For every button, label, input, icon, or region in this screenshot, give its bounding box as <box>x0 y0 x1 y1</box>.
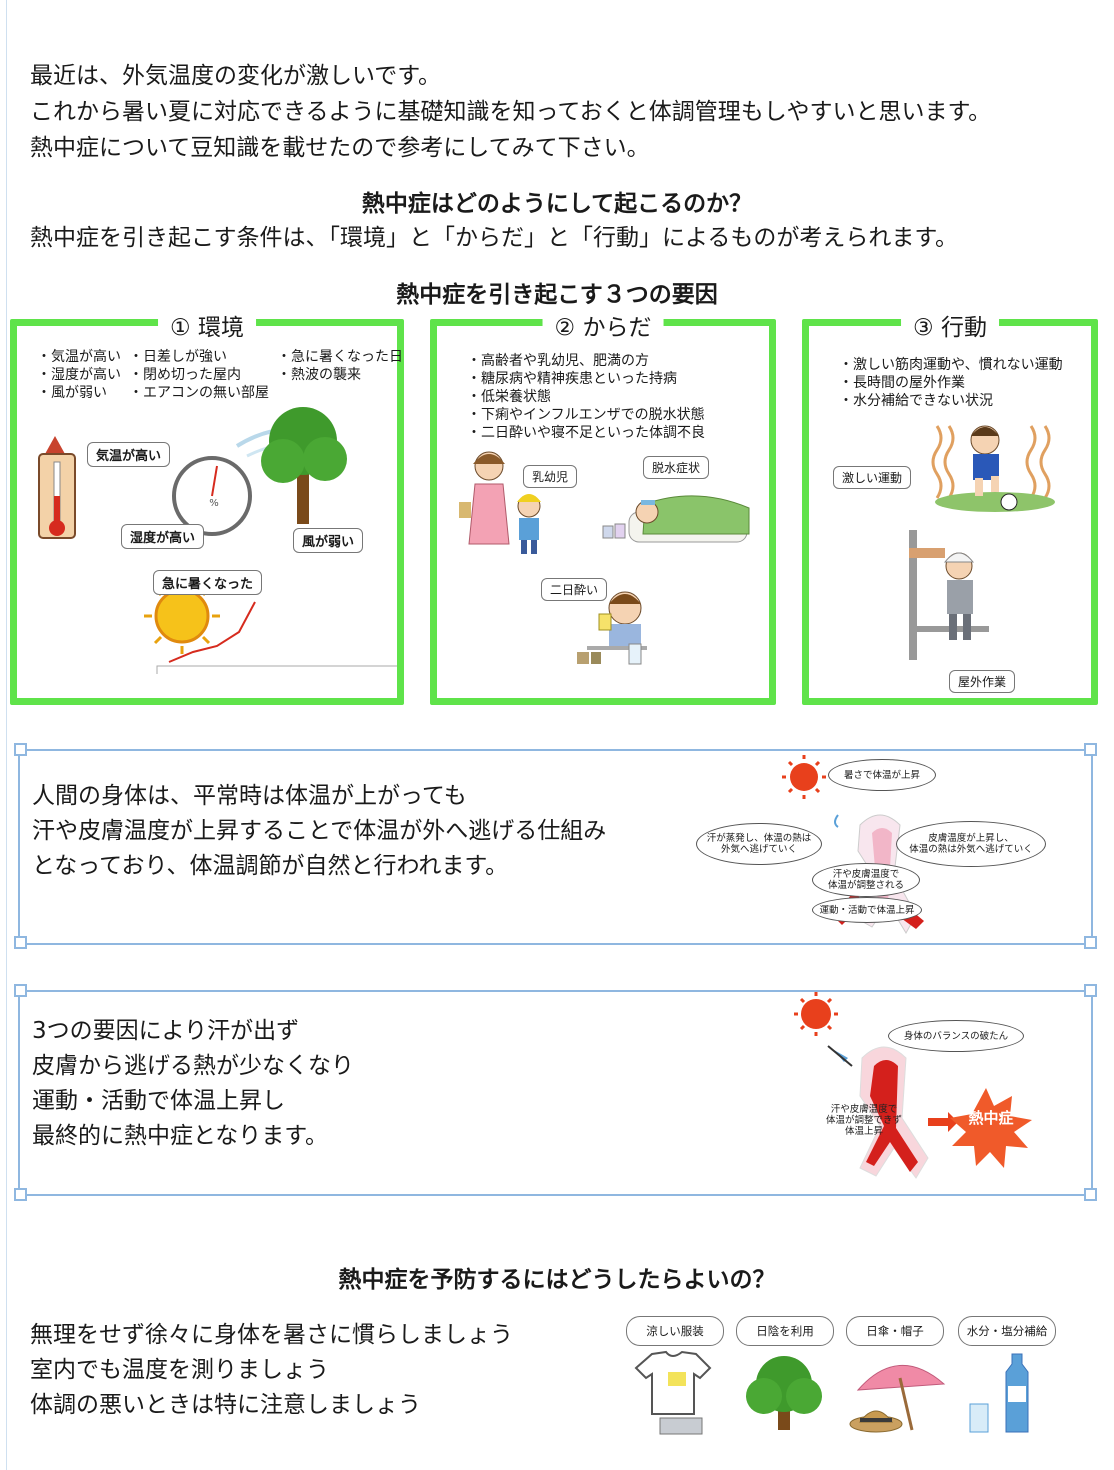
intro-line: 最近は、外気温度の変化が激しいです。 <box>30 63 442 89</box>
frame-corner <box>14 743 27 756</box>
factor-box-body: ② からだ ・高齢者や乳幼児、肥満の方 ・糖尿病や精神疾患といった持病 ・低栄養… <box>430 308 776 705</box>
label-bubble: 二日酔い <box>541 578 608 601</box>
list-item: ・気温が高い <box>37 349 121 365</box>
factor-list: ・日差しが強い ・閉め切った屋内 ・エアコンの無い部屋 <box>129 348 269 402</box>
info-line: 汗や皮膚温度が上昇することで体温が外へ逃げる仕組み <box>32 818 607 844</box>
callout-ellipse: 汗や皮膚温度で 体温が調整される <box>812 863 920 897</box>
prevention-line: 体調の悪いときは特に注意しましょう <box>30 1392 421 1418</box>
list-item: ・下痢やインフルエンザでの脱水状態 <box>467 407 705 423</box>
factor-title: ② からだ <box>542 308 664 342</box>
factor-list: ・気温が高い ・湿度が高い ・風が弱い <box>37 348 121 402</box>
callout-line: 体温が調整できず <box>825 1115 902 1126</box>
section-lead: 熱中症を引き起こす条件は、「環境」と「からだ」と「行動」によるものが考えられます… <box>30 225 959 251</box>
info-line: 運動・活動で体温上昇し <box>32 1088 285 1114</box>
list-item: ・日差しが強い <box>129 349 227 365</box>
info-line: 人間の身体は、平常時は体温が上がっても <box>32 783 467 809</box>
factors-heading: 熱中症を引き起こす３つの要因 <box>396 282 718 308</box>
list-item: ・湿度が高い <box>37 367 121 383</box>
factor-list: ・高齢者や乳幼児、肥満の方 ・糖尿病や精神疾患といった持病 ・低栄養状態 ・下痢… <box>467 352 705 442</box>
list-item: ・エアコンの無い部屋 <box>129 385 269 401</box>
list-item: ・熱波の襲来 <box>277 367 361 383</box>
frame-corner <box>14 936 27 949</box>
callout-ellipse: 暑さで体温が上昇 <box>828 759 936 791</box>
factor-box-environment: ① 環境 ・気温が高い ・湿度が高い ・風が弱い ・日差しが強い ・閉め切った屋… <box>10 308 404 705</box>
label-bubble: 乳幼児 <box>523 465 578 488</box>
factor-list: ・激しい筋肉運動や、慣れない運動 ・長時間の屋外作業 ・水分補給できない状況 <box>839 356 1063 410</box>
umbrella-icon <box>849 1364 946 1433</box>
factor-title: ① 環境 <box>158 308 256 342</box>
frame-corner <box>1084 743 1097 756</box>
info-box-normal: 人間の身体は、平常時は体温が上がっても 汗や皮膚温度が上昇することで体温が外へ逃… <box>18 749 1093 945</box>
intro-line: 熱中症について豆知識を載せたので参考にしてみて下さい。 <box>30 135 650 161</box>
svg-text:%: % <box>209 498 219 509</box>
prevention-text: 無理をせず徐々に身体を暑さに慣らしましょう 室内でも温度を測りましょう 体調の悪… <box>30 1318 513 1423</box>
list-item: ・風が弱い <box>37 385 107 401</box>
intro-line: これから暑い夏に対応できるように基礎知識を知っておくと体調管理もしやすいと思いま… <box>30 99 992 125</box>
tip-label: 日陰を利用 <box>736 1316 834 1346</box>
label-bubble: 湿度が高い <box>121 524 205 549</box>
callout-line: 汗が蒸発し、体温の熱は <box>706 833 812 844</box>
label-bubble: 激しい運動 <box>833 466 912 489</box>
list-item: ・激しい筋肉運動や、慣れない運動 <box>839 357 1063 373</box>
prevention-line: 室内でも温度を測りましょう <box>30 1357 329 1383</box>
factor-box-action: ③ 行動 ・激しい筋肉運動や、慣れない運動 ・長時間の屋外作業 ・水分補給できな… <box>802 308 1098 705</box>
label-bubble: 気温が高い <box>87 442 171 467</box>
prevention-line: 無理をせず徐々に身体を暑さに慣らしましょう <box>30 1322 513 1348</box>
tree-icon <box>746 1356 822 1430</box>
frame-corner <box>1084 984 1097 997</box>
info-text: 3つの要因により汗が出ず 皮膚から逃げる熱が少なくなり 運動・活動で体温上昇し … <box>32 1014 354 1154</box>
frame-corner <box>14 1188 27 1201</box>
frame-corner <box>1084 1188 1097 1201</box>
label-bubble: 風が弱い <box>293 528 364 553</box>
heatstroke-label: 熱中症 <box>968 1109 1014 1127</box>
callout-ellipse: 運動・活動で体温上昇 <box>812 897 922 923</box>
callout-line: 体温が調整される <box>827 880 904 891</box>
tip-label: 日傘・帽子 <box>846 1316 944 1346</box>
callout-ellipse: 身体のバランスの破たん <box>888 1020 1024 1052</box>
list-item: ・糖尿病や精神疾患といった持病 <box>467 371 677 387</box>
page-edge-line <box>6 0 7 1470</box>
water-bottle-icon <box>969 1353 1029 1433</box>
list-item: ・閉め切った屋内 <box>129 367 241 383</box>
tshirt-icon <box>634 1350 712 1435</box>
info-line: となっており、体温調節が自然と行われます。 <box>32 853 509 879</box>
callout-line: 皮膚温度が上昇し、 <box>928 833 1014 844</box>
frame-corner <box>14 984 27 997</box>
prevention-heading: 熱中症を予防するにはどうしたらよいの？ <box>338 1267 776 1293</box>
body-illustration <box>459 451 750 665</box>
environment-illustration: % <box>38 407 397 674</box>
label-bubble: 急に暑くなった <box>153 570 263 595</box>
frame-corner <box>1084 936 1097 949</box>
info-box-heatstroke: 3つの要因により汗が出ず 皮膚から逃げる熱が少なくなり 運動・活動で体温上昇し … <box>18 990 1093 1196</box>
list-item: ・二日酔いや寝不足といった体調不良 <box>467 425 705 441</box>
list-item: ・高齢者や乳幼児、肥満の方 <box>467 353 649 369</box>
intro-text: 最近は、外気温度の変化が激しいです。 これから暑い夏に対応できるように基礎知識を… <box>30 58 991 166</box>
callout-line: 体温上昇 <box>844 1126 883 1137</box>
tip-label: 涼しい服装 <box>626 1316 724 1346</box>
heatstroke-body-diagram <box>794 992 1032 1179</box>
list-item: ・急に暑くなった日 <box>277 349 403 365</box>
info-line: 最終的に熱中症となります。 <box>32 1123 329 1149</box>
label-bubble: 脱水症状 <box>643 456 710 479</box>
info-line: 3つの要因により汗が出ず <box>32 1018 300 1044</box>
action-illustration <box>909 425 1055 660</box>
callout-ellipse: 汗が蒸発し、体温の熱は 外気へ逃げていく <box>696 823 822 865</box>
factor-list: ・急に暑くなった日 ・熱波の襲来 <box>277 348 403 384</box>
info-line: 皮膚から逃げる熱が少なくなり <box>32 1053 354 1079</box>
tip-label: 水分・塩分補給 <box>958 1316 1056 1346</box>
list-item: ・長時間の屋外作業 <box>839 375 965 391</box>
callout-line: 汗や皮膚温度で <box>832 869 900 880</box>
section-heading-cause: 熱中症はどのようにして起こるのか？ <box>361 191 753 217</box>
info-text: 人間の身体は、平常時は体温が上がっても 汗や皮膚温度が上昇することで体温が外へ逃… <box>32 779 606 884</box>
label-bubble: 屋外作業 <box>949 670 1016 693</box>
factor-title: ③ 行動 <box>901 308 999 342</box>
list-item: ・水分補給できない状況 <box>839 393 993 409</box>
callout-line: 体温の熱は外気へ逃げていく <box>909 844 1033 855</box>
callout-line: 汗や皮膚温度で <box>830 1104 898 1115</box>
callout-line: 外気へ逃げていく <box>720 844 797 855</box>
callout-ellipse: 皮膚温度が上昇し、 体温の熱は外気へ逃げていく <box>896 821 1046 867</box>
list-item: ・低栄養状態 <box>467 389 551 405</box>
prevention-icons <box>634 1350 1029 1435</box>
callout-text: 汗や皮膚温度で 体温が調整できず 体温上昇 <box>820 1104 908 1137</box>
